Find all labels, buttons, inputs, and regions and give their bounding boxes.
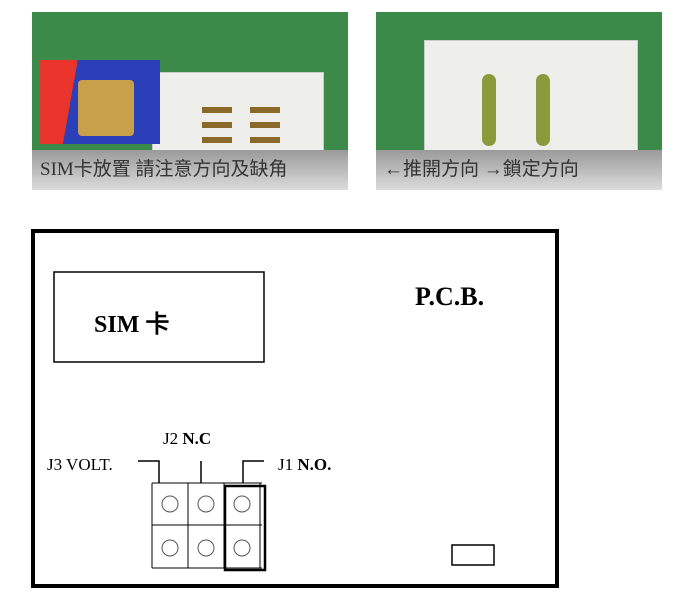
pcb-component (451, 544, 495, 566)
sim-label: SIM 卡 (94, 311, 169, 338)
sim-holder-lock-photo: ←推開方向 →鎖定方向 (376, 12, 662, 190)
sim-placement-photo: SIM卡放置 請注意方向及缺角 (32, 12, 348, 190)
photo-caption: SIM卡放置 請注意方向及缺角 (32, 150, 348, 190)
sim-holder (152, 72, 324, 160)
j1-label: J1 N.O. (278, 455, 331, 474)
sim-card (40, 60, 160, 144)
j2-label: J2 N.C (163, 429, 211, 448)
photo-caption: ←推開方向 →鎖定方向 (376, 150, 662, 190)
sim-slot-box (53, 271, 265, 363)
j3-label: J3 VOLT. (47, 455, 113, 474)
pcb-outline (31, 229, 559, 588)
jumper-header (151, 482, 267, 572)
pcb-label: P.C.B. (415, 282, 484, 311)
